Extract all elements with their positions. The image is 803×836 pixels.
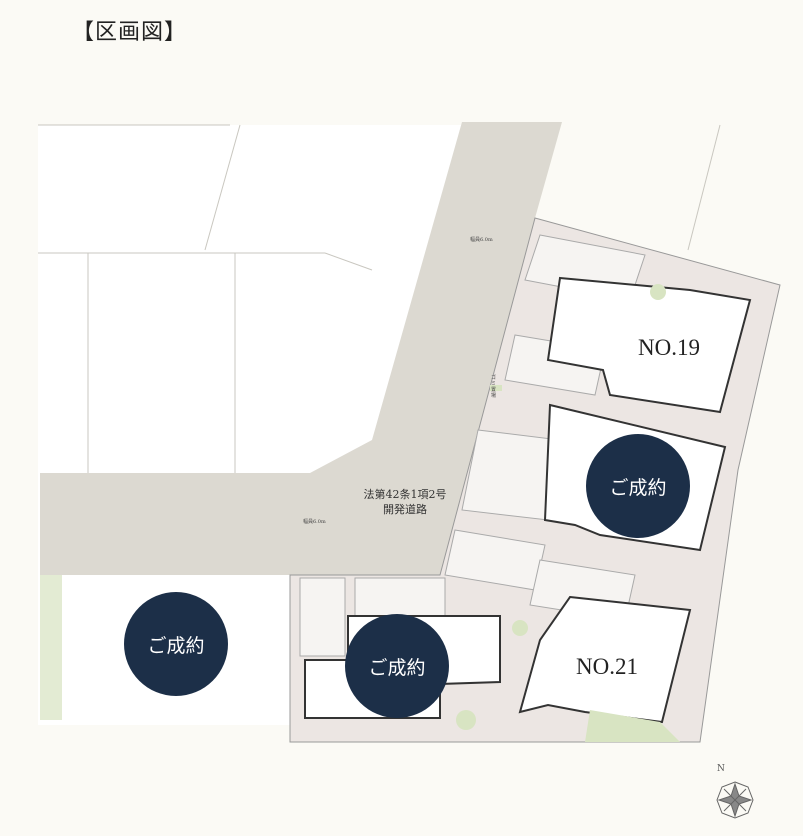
house-no19 — [546, 276, 752, 414]
lot-no21-label: NO.21 — [576, 654, 638, 679]
road-width-label-top: 幅員6.0m — [470, 237, 493, 243]
road-label-line2: 開発道路 — [383, 503, 427, 516]
development-road — [40, 122, 562, 575]
lot-no19-label: NO.19 — [638, 335, 700, 360]
road-width-label-left: 幅員6.0m — [303, 519, 326, 525]
road-label: 法第42条1項2号 開発道路 — [350, 487, 460, 517]
parking-areas — [299, 234, 646, 657]
sold-badge-west: ご成約 — [124, 592, 228, 696]
sold-badge-south: ご成約 — [345, 614, 449, 718]
page-title: 【区画図】 — [72, 20, 188, 45]
sold-badge-no20: ご成約 — [586, 434, 690, 538]
greenery — [456, 284, 680, 742]
road-label-line1: 法第42条1項2号 — [363, 488, 447, 501]
compass-rose-icon — [716, 781, 754, 819]
compass-north-label: N — [717, 764, 725, 774]
garbage-station-label: ゴミ置場 — [491, 375, 497, 399]
house-no21 — [518, 595, 692, 724]
